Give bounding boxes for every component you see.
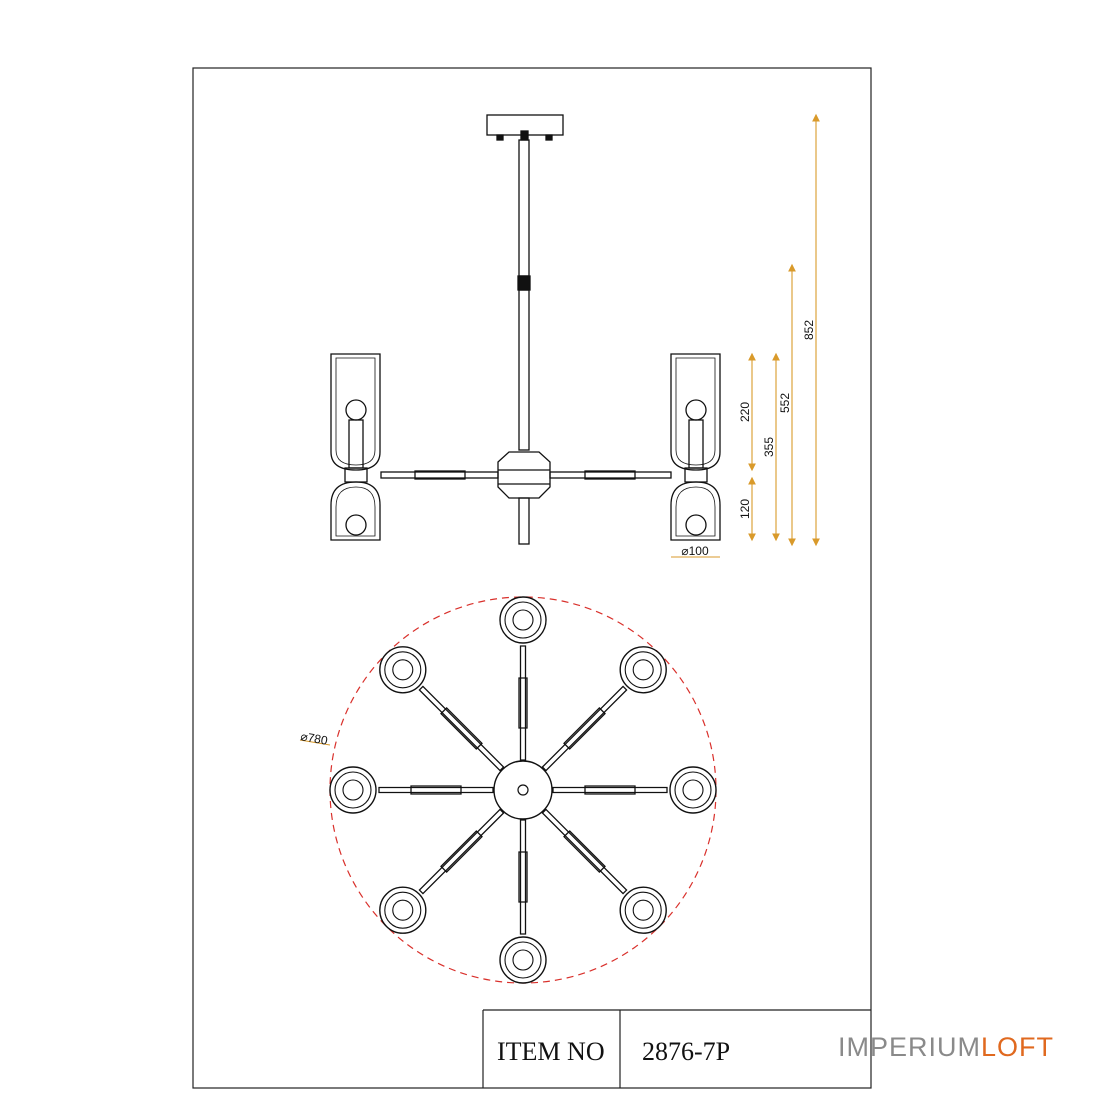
lamp-ring [499,936,547,984]
spoke-arm [418,685,505,772]
item-no-label: ITEM NO [497,1037,605,1066]
lamp-ring [329,766,377,814]
lamp-ring [342,779,364,801]
dim-label-dia100: ⌀100 [681,544,709,558]
lamp-ring [632,659,654,681]
bottom-finial [518,497,530,545]
lamp-ring [379,646,427,694]
lamp-ring [379,886,427,934]
rod-coupler [517,275,531,291]
spoke-sleeve [440,707,483,750]
lamp-ring [504,941,542,979]
dim-label-120: 120 [738,499,752,519]
title-block: ITEM NO 2876-7P [482,1009,871,1088]
arm-left-sleeve [414,470,466,480]
brand-logo-part1: IMPERIUM [838,1032,981,1062]
spoke-sleeve [563,707,606,750]
canopy-screw [545,134,553,141]
central-hub [497,451,551,499]
spoke-sleeve [410,785,462,795]
dim-label-dia780: ⌀780 [299,729,329,748]
spoke-sleeve [518,677,528,729]
lamp-left [330,353,381,541]
lamp-ring [504,601,542,639]
lamp-ring [669,766,717,814]
lamp-right [670,353,721,541]
dim-line-dia780 [299,739,331,746]
down-rod-upper [518,139,530,277]
lamp-ring [334,771,372,809]
arm-left [380,471,499,479]
lamp-ring [512,609,534,631]
spoke-sleeve [518,851,528,903]
lamp-ring [619,646,667,694]
top-hub-center [517,784,529,796]
lamp-ring [392,659,414,681]
down-rod-lower [518,289,530,451]
spoke-sleeve [563,830,606,873]
dim-label-852: 852 [802,320,816,340]
canopy-screw [520,130,529,141]
top-lamps [329,596,717,984]
side-view [330,114,721,545]
arm-right-sleeve [584,470,636,480]
arm-right [549,471,672,479]
lamp-ring [392,899,414,921]
spoke-sleeve [440,830,483,873]
dim-label-552: 552 [778,393,792,413]
spoke-arm [552,786,668,794]
spoke-arm [519,645,527,761]
lamp-ring [674,771,712,809]
spoke-sleeve [584,785,636,795]
lamp-ring [499,596,547,644]
lamp-ring [619,886,667,934]
lamp-ring [624,891,662,929]
lamp-ring [632,899,654,921]
lamp-ring [384,651,422,689]
dim-label-220: 220 [738,402,752,422]
lamp-ring [682,779,704,801]
spoke-arm [541,808,628,895]
item-no-value: 2876-7P [642,1037,730,1066]
top-hub [493,760,553,820]
top-view: ⌀780 [299,596,717,984]
spoke-arm [378,786,494,794]
brand-logo: IMPERIUMLOFT [838,1032,1054,1063]
spoke-arm [418,808,505,895]
drawing-frame [192,67,872,1089]
dim-label-355: 355 [762,437,776,457]
spoke-arm [519,819,527,935]
lamp-ring [384,891,422,929]
lamp-ring [512,949,534,971]
canopy-screw [496,134,504,141]
brand-logo-part2: LOFT [981,1032,1055,1062]
spoke-arm [541,685,628,772]
spokes [378,645,668,935]
dimension-lines [671,113,820,558]
lamp-ring [624,651,662,689]
